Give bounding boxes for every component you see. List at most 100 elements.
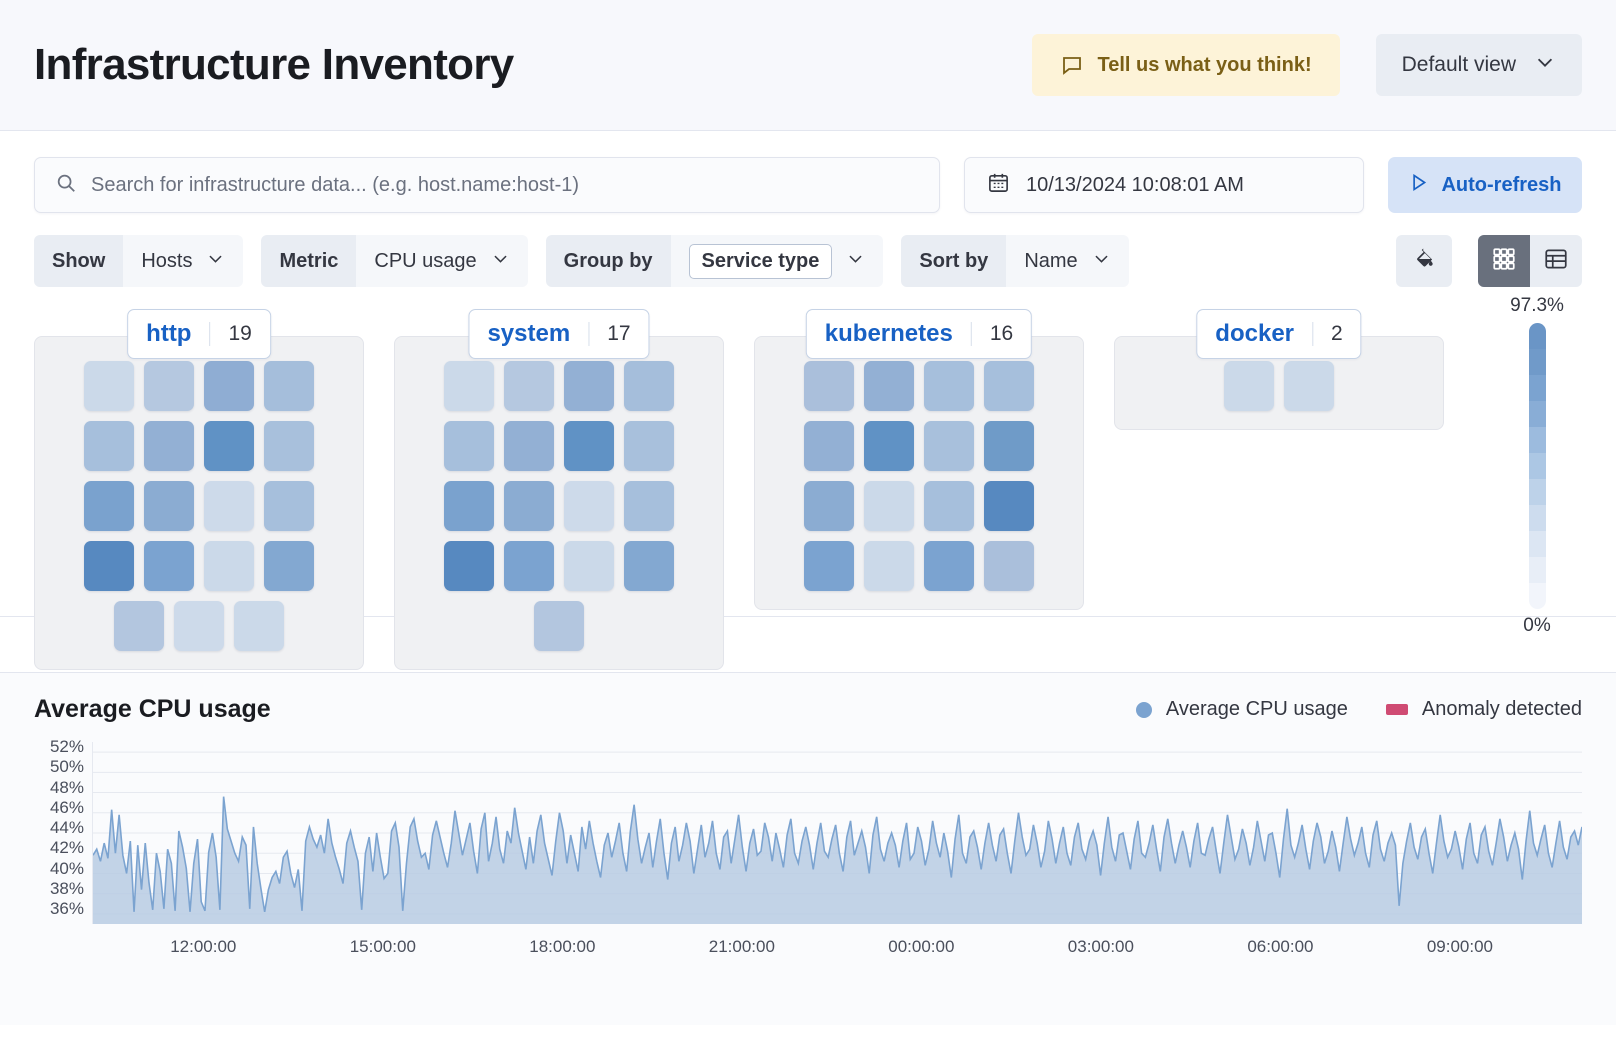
host-tile[interactable] (624, 361, 674, 411)
host-tile[interactable] (1284, 361, 1334, 411)
host-tile[interactable] (174, 601, 224, 651)
host-tile[interactable] (114, 601, 164, 651)
legend-label: Average CPU usage (1165, 698, 1348, 720)
host-tile[interactable] (444, 541, 494, 591)
group-name: kubernetes (824, 320, 953, 347)
date-picker[interactable]: 10/13/2024 10:08:01 AM (964, 157, 1364, 213)
host-tile[interactable] (624, 541, 674, 591)
host-tile[interactable] (924, 421, 974, 471)
filter-show-select[interactable]: Hosts (123, 235, 244, 287)
host-tile[interactable] (864, 421, 914, 471)
chart-y-axis: 52%50%48%46%44%42%40%38%36% (34, 737, 92, 919)
host-tile[interactable] (624, 421, 674, 471)
host-tile[interactable] (264, 541, 314, 591)
legend-max-value: 97.3% (1510, 295, 1564, 316)
host-tile[interactable] (924, 541, 974, 591)
view-toggle-map[interactable] (1478, 235, 1530, 287)
legend-item-average-cpu-usage[interactable]: Average CPU usage (1135, 698, 1348, 721)
legend-item-anomaly-detected[interactable]: Anomaly detected (1385, 698, 1582, 721)
host-tile[interactable] (924, 361, 974, 411)
group-count: 16 (970, 322, 1031, 346)
x-tick-label: 15:00:00 (349, 937, 416, 956)
y-tick-label: 38% (49, 878, 84, 898)
host-tile[interactable] (864, 481, 914, 531)
host-tile[interactable] (234, 601, 284, 651)
host-tile[interactable] (504, 541, 554, 591)
chart-plot-area[interactable] (92, 742, 1582, 924)
host-tile[interactable] (624, 481, 674, 531)
filter-sort-by-value: Name (1024, 249, 1078, 272)
chart-svg (93, 751, 1582, 924)
host-tile[interactable] (804, 421, 854, 471)
auto-refresh-button[interactable]: Auto-refresh (1388, 157, 1582, 213)
host-tile[interactable] (984, 481, 1034, 531)
legend-swatch (1528, 427, 1546, 453)
host-tile[interactable] (504, 481, 554, 531)
group-title[interactable]: kubernetes 16 (805, 309, 1033, 359)
host-tile[interactable] (804, 481, 854, 531)
chevron-down-icon (846, 249, 865, 274)
legend-label: Anomaly detected (1421, 698, 1582, 720)
host-tile[interactable] (144, 361, 194, 411)
host-tile[interactable] (504, 361, 554, 411)
y-tick-label: 42% (49, 838, 84, 858)
host-tile[interactable] (984, 421, 1034, 471)
host-tile[interactable] (564, 421, 614, 471)
group-count: 19 (209, 322, 269, 346)
host-tile[interactable] (1224, 361, 1274, 411)
host-tile[interactable] (264, 421, 314, 471)
filter-metric-select[interactable]: CPU usage (356, 235, 528, 287)
y-tick-label: 40% (49, 858, 84, 878)
host-tile[interactable] (564, 481, 614, 531)
host-tile[interactable] (264, 361, 314, 411)
search-box[interactable] (34, 157, 940, 213)
host-tile[interactable] (84, 481, 134, 531)
host-tile[interactable] (204, 421, 254, 471)
host-tile[interactable] (144, 481, 194, 531)
filter-sort-by-select[interactable]: Name (1006, 235, 1129, 287)
x-tick-label: 12:00:00 (170, 937, 237, 956)
host-tile[interactable] (84, 541, 134, 591)
history-chart-panel: Average CPU usage Average CPU usage Anom… (0, 673, 1616, 1025)
grid-icon (1491, 246, 1517, 277)
host-tile[interactable] (504, 421, 554, 471)
y-tick-label: 44% (49, 818, 84, 837)
legend-swatch (1528, 557, 1546, 583)
host-tile[interactable] (84, 421, 134, 471)
host-tile[interactable] (144, 541, 194, 591)
filter-group-by-select[interactable]: Service type (670, 235, 884, 287)
x-tick-label: 09:00:00 (1426, 937, 1494, 956)
legend-swatch (1528, 531, 1546, 557)
host-tile[interactable] (984, 361, 1034, 411)
host-tile[interactable] (924, 481, 974, 531)
view-toggle-table[interactable] (1530, 235, 1582, 287)
host-tile[interactable] (204, 541, 254, 591)
host-tile[interactable] (534, 601, 584, 651)
host-tile[interactable] (564, 541, 614, 591)
host-tile[interactable] (264, 481, 314, 531)
host-tile[interactable] (84, 361, 134, 411)
host-tile[interactable] (804, 361, 854, 411)
host-tile[interactable] (444, 481, 494, 531)
host-tile[interactable] (864, 541, 914, 591)
page-title: Infrastructure Inventory (34, 40, 514, 89)
search-input[interactable] (91, 173, 919, 197)
default-view-select[interactable]: Default view (1375, 34, 1582, 96)
host-tile[interactable] (984, 541, 1034, 591)
host-tile[interactable] (444, 361, 494, 411)
host-tile[interactable] (864, 361, 914, 411)
group-tiles (34, 336, 364, 670)
host-tile[interactable] (564, 361, 614, 411)
color-palette-button[interactable] (1396, 235, 1452, 287)
filter-show: Show Hosts (34, 235, 244, 287)
host-tile[interactable] (204, 361, 254, 411)
host-tile[interactable] (144, 421, 194, 471)
y-tick-label: 46% (49, 797, 84, 817)
host-tile[interactable] (444, 421, 494, 471)
feedback-button[interactable]: Tell us what you think! (1031, 34, 1340, 96)
host-tile[interactable] (804, 541, 854, 591)
host-tile[interactable] (204, 481, 254, 531)
